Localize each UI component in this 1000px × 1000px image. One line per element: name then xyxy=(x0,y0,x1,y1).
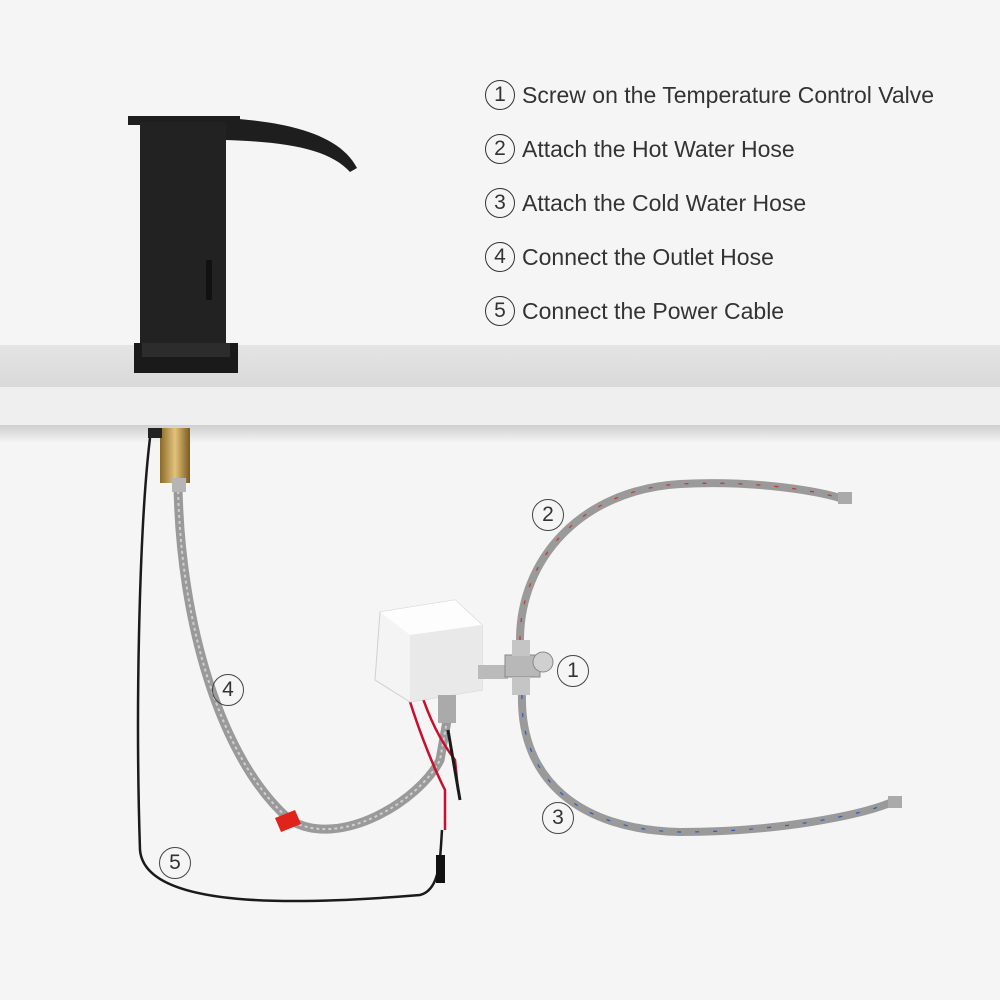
countertop xyxy=(0,345,1000,443)
step-5: 5 Connect the Power Cable xyxy=(485,284,934,338)
red-clip xyxy=(275,810,301,832)
step-label: Screw on the Temperature Control Valve xyxy=(522,81,935,108)
callout-valve: 1 xyxy=(557,655,589,687)
step-number: 1 xyxy=(485,80,515,110)
hot-water-hose xyxy=(516,479,842,641)
step-number: 5 xyxy=(485,296,515,326)
nut xyxy=(148,428,162,438)
faucet xyxy=(128,116,357,373)
step-label: Connect the Outlet Hose xyxy=(522,243,774,270)
step-1: 1 Screw on the Temperature Control Valve xyxy=(485,68,934,122)
callout-power-cable: 5 xyxy=(159,847,191,879)
step-label: Attach the Cold Water Hose xyxy=(522,189,807,216)
power-cable xyxy=(136,437,444,903)
step-number: 4 xyxy=(485,242,515,272)
callout-cold-hose: 3 xyxy=(542,802,574,834)
step-4: 4 Connect the Outlet Hose xyxy=(485,230,934,284)
step-label: Attach the Hot Water Hose xyxy=(522,135,795,162)
step-label: Connect the Power Cable xyxy=(522,297,785,324)
step-3: 3 Attach the Cold Water Hose xyxy=(485,176,934,230)
callout-outlet-hose: 4 xyxy=(212,674,244,706)
step-number: 3 xyxy=(485,188,515,218)
connector xyxy=(436,855,445,883)
temperature-control-valve xyxy=(504,640,554,695)
control-box xyxy=(374,599,508,723)
brass-thread xyxy=(160,428,190,483)
cold-water-hose xyxy=(517,694,892,837)
step-number: 2 xyxy=(485,134,515,164)
callout-hot-hose: 2 xyxy=(532,499,564,531)
step-2: 2 Attach the Hot Water Hose xyxy=(485,122,934,176)
